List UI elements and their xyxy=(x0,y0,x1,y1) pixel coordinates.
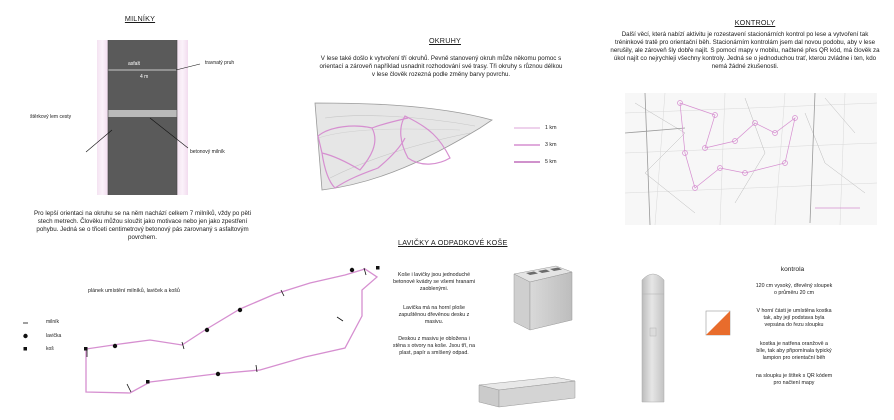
kontroly-paragraph: Další věcí, která nabízí aktivitu je roz… xyxy=(610,31,880,71)
lampion-icon xyxy=(705,310,731,336)
travnaty-label: travnatý pruh xyxy=(205,60,235,66)
control-post-drawing xyxy=(641,273,665,403)
okruhy-legend-lines xyxy=(514,127,540,163)
lavicky-p2: Lavička má na horní ploše zapuštěnou dře… xyxy=(398,305,470,325)
kontrola-p3: kostka je natřena oranžově a bíle, tak a… xyxy=(756,341,832,361)
width-label: 4 m xyxy=(140,74,149,80)
lavicky-p1: Koše i lavičky jsou jednoduché betonové … xyxy=(393,272,475,292)
asfalt-label: asfalt xyxy=(128,61,140,67)
planek-title: plánek umístění milníků, laviček a košů xyxy=(88,288,180,294)
lavicky-title: LAVIČKY A ODPADKOVÉ KOŠE xyxy=(398,238,508,247)
legend-5km: 5 km xyxy=(545,159,557,165)
milniky-paragraph: Pro lepší orientaci na okruhu se na něm … xyxy=(33,210,252,242)
legend-lavicka: lavička xyxy=(46,333,62,339)
legend-3km: 3 km xyxy=(545,142,557,148)
lavicky-p3: Deskou z masivu je obložena i stěna s ot… xyxy=(392,336,476,356)
legend-1km: 1 km xyxy=(545,125,557,131)
kontrola-p2: V horní části je umístěna kostka tak, ab… xyxy=(756,308,832,328)
okruhy-paragraph: V lese také došlo k vytvoření tří okruhů… xyxy=(319,55,563,79)
kontroly-map xyxy=(624,92,878,226)
sterk-label: štěrkový lem cesty xyxy=(30,114,72,120)
bin-drawing xyxy=(513,265,573,331)
betonovy-label: betonový milník xyxy=(190,149,225,155)
kontroly-title: KONTROLY xyxy=(734,18,776,27)
road-section-drawing xyxy=(97,40,188,195)
milniky-title: MILNÍKY xyxy=(124,14,156,23)
bench-drawing xyxy=(478,376,576,408)
kontrola-title: kontrola xyxy=(780,266,805,273)
kontrola-p1: 120 cm vysoký, dřevěný sloupek o průměru… xyxy=(755,283,833,296)
legend-milnik: milník xyxy=(46,319,60,325)
kontrola-p4: na sloupku je štítek s QR kódem pro načt… xyxy=(755,373,833,386)
legend-kos: koš xyxy=(46,346,54,352)
okruhy-title: OKRUHY xyxy=(429,36,461,45)
okruhy-map xyxy=(314,102,493,191)
